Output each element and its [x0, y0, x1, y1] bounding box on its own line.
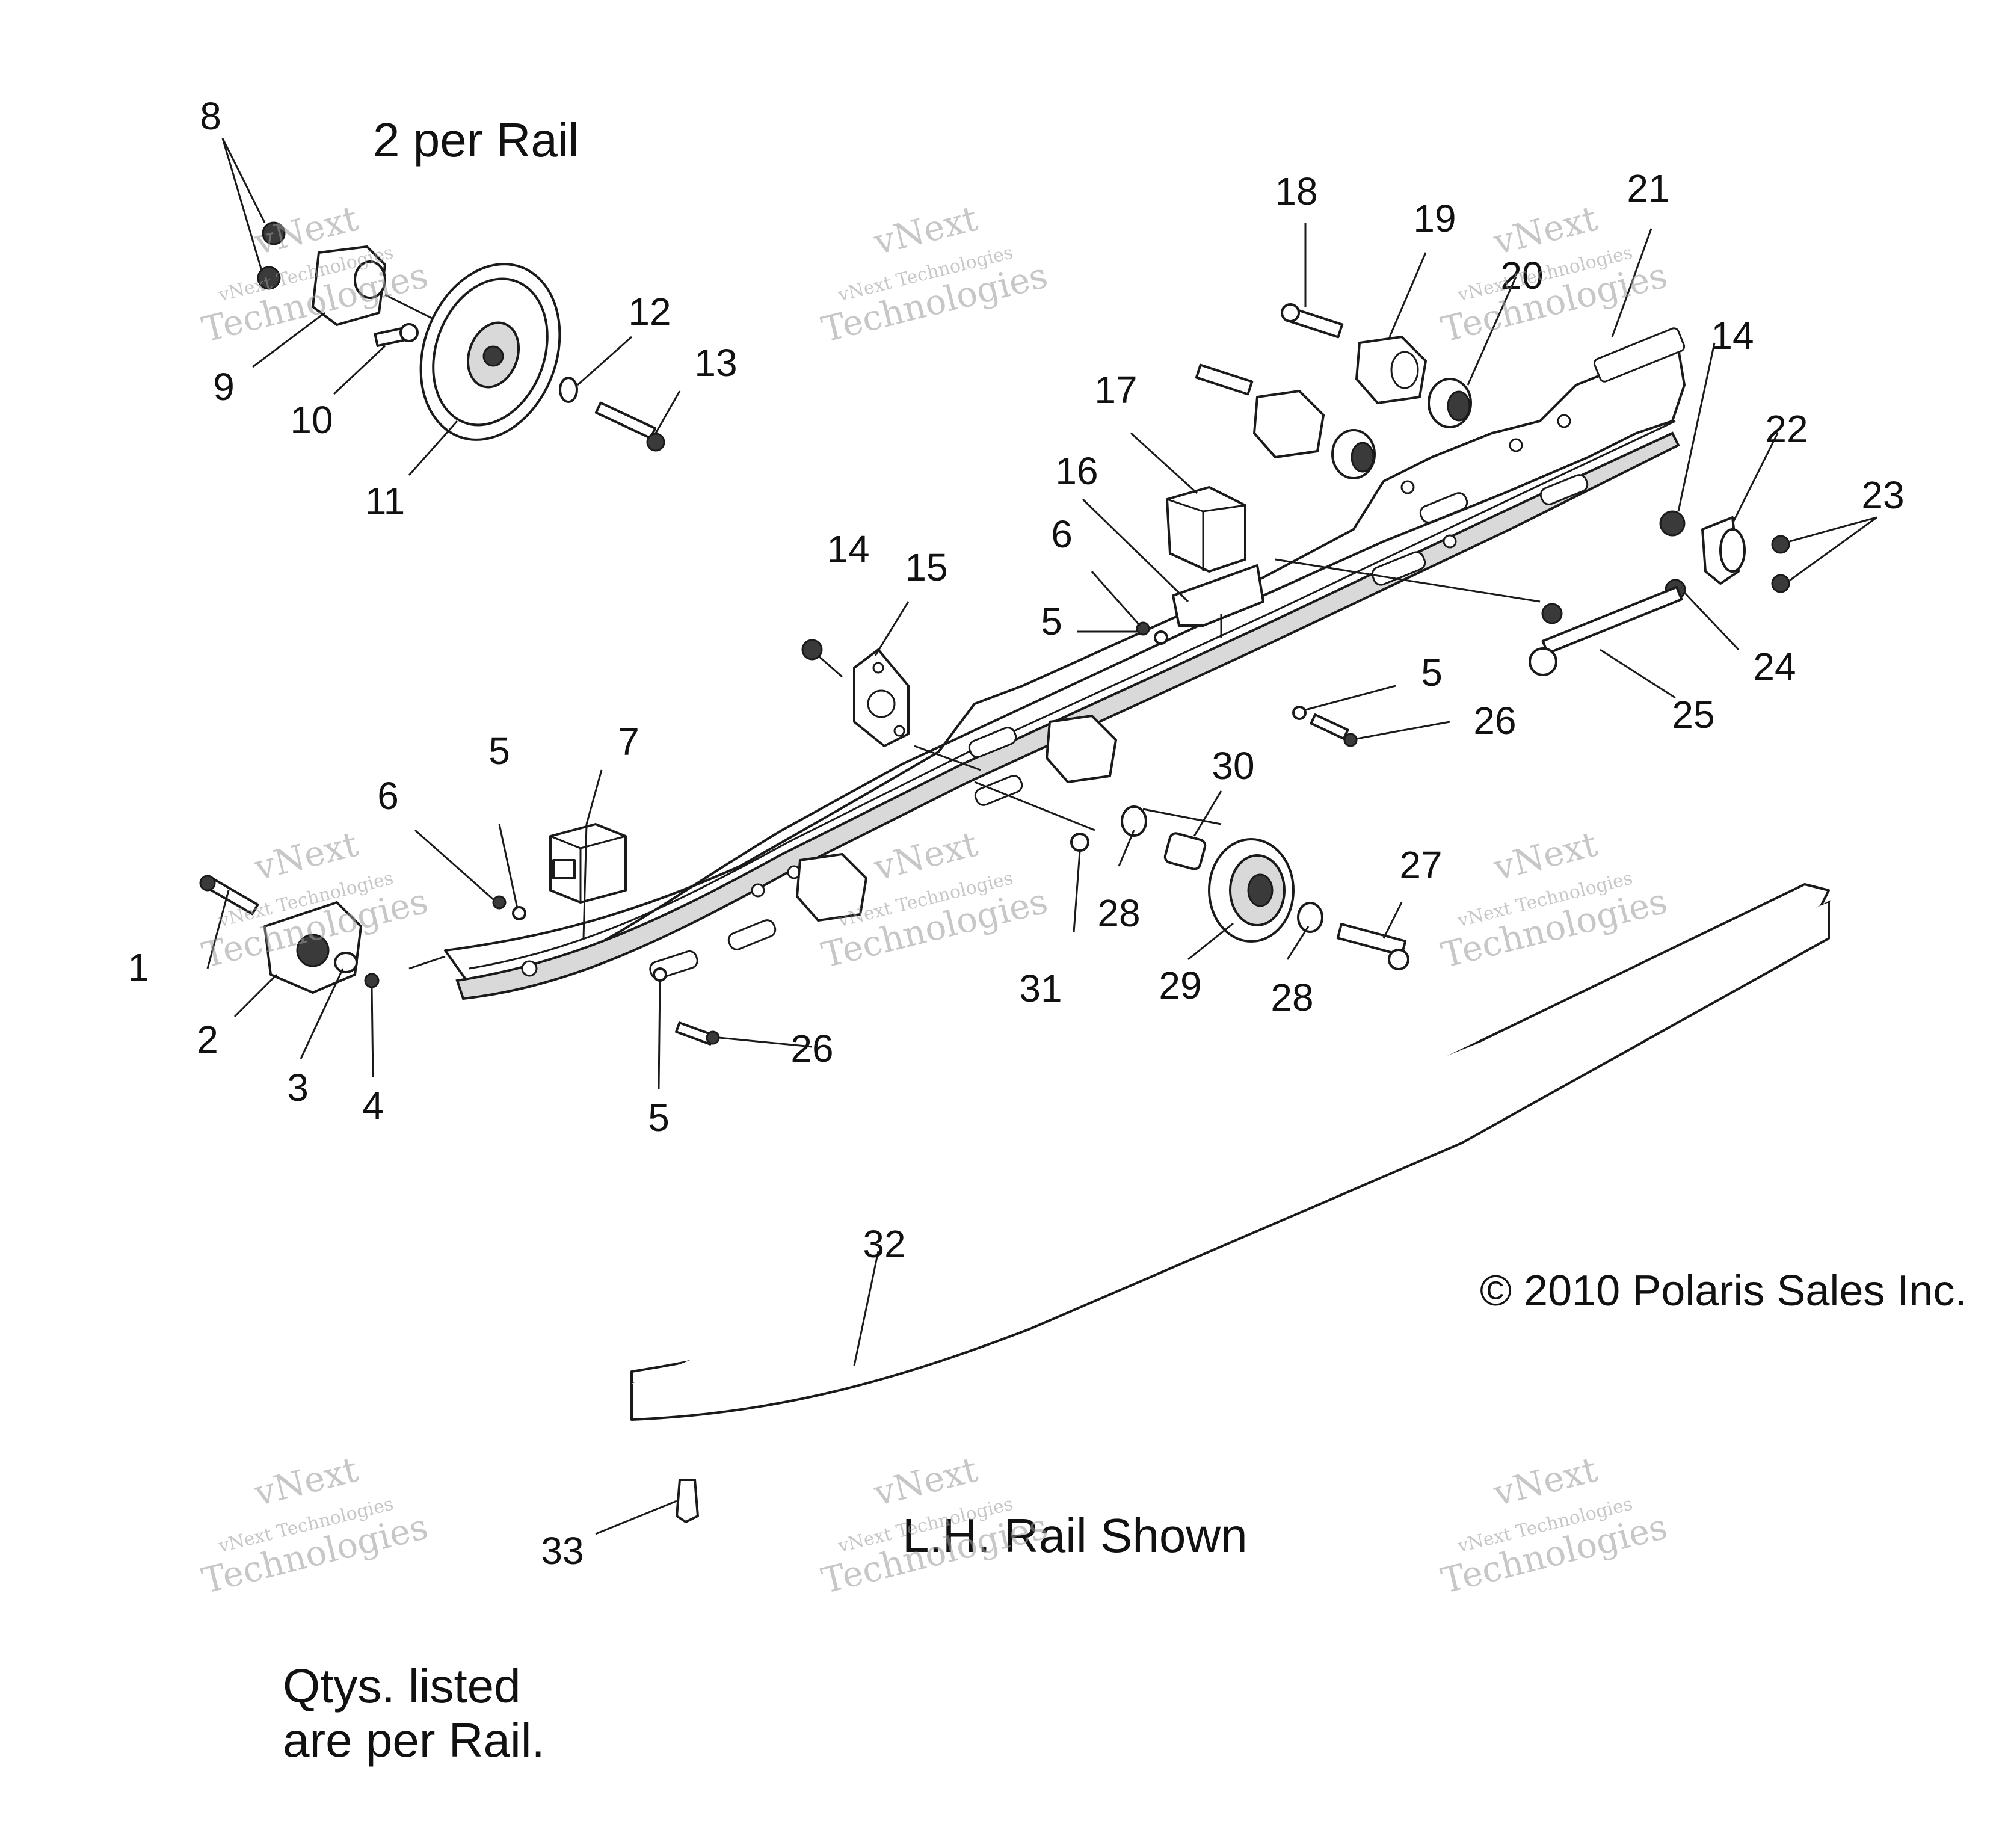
callout-22: 22 — [1765, 407, 1808, 451]
copyright-text: © 2010 Polaris Sales Inc. — [1480, 1267, 1967, 1315]
wheel-29 — [1208, 838, 1295, 943]
bracket-22 — [1701, 516, 1746, 585]
carrier-2 — [263, 901, 362, 994]
nut-14 — [801, 510, 1686, 661]
idler-wheel-11 — [419, 263, 561, 441]
bolt-18 — [1195, 303, 1344, 396]
washer-12 — [559, 377, 578, 403]
callout-28-a: 28 — [1097, 892, 1140, 935]
bracket-16 — [1172, 564, 1264, 627]
bolt-31 — [1070, 833, 1089, 852]
callout-21: 21 — [1627, 167, 1669, 210]
callout-7: 7 — [618, 720, 639, 763]
callout-26-b: 26 — [790, 1027, 833, 1070]
slide-32 — [630, 883, 1831, 1421]
bolt-1 — [199, 875, 259, 916]
callout-30: 30 — [1212, 744, 1254, 787]
washer-28 — [1121, 805, 1323, 933]
callout-33: 33 — [541, 1529, 584, 1572]
callout-12: 12 — [628, 290, 671, 333]
callout-5-b: 5 — [648, 1096, 670, 1139]
callout-28-b: 28 — [1270, 976, 1313, 1019]
plate-15 — [853, 648, 910, 747]
nut-4 — [364, 973, 380, 988]
callout-5-a: 5 — [488, 729, 510, 772]
spacer-20 — [1331, 378, 1472, 479]
callout-5-d: 5 — [1421, 651, 1443, 694]
leader-lines — [206, 138, 1877, 1535]
callout-15: 15 — [905, 546, 947, 589]
note-per-rail: 2 per Rail — [373, 113, 579, 167]
block-17 — [1166, 486, 1246, 573]
rivet-33 — [676, 1479, 699, 1523]
bushing-19 — [1253, 336, 1427, 458]
callout-3: 3 — [287, 1066, 309, 1109]
block-7 — [549, 823, 627, 904]
callout-9: 9 — [213, 365, 235, 408]
callout-numbers: 1 2 3 4 5 5 5 5 6 6 7 8 9 10 11 12 13 14… — [128, 94, 1904, 1572]
callout-20: 20 — [1500, 254, 1543, 297]
callout-29: 29 — [1159, 964, 1201, 1007]
washer-3 — [334, 952, 358, 973]
callout-4: 4 — [362, 1084, 384, 1127]
note-rail-shown: L.H. Rail Shown — [902, 1509, 1248, 1562]
callout-31: 31 — [1019, 967, 1062, 1010]
bolt-10 — [374, 323, 419, 347]
callout-11: 11 — [365, 479, 405, 523]
callout-26-a: 26 — [1473, 699, 1516, 742]
screw-23 — [1771, 535, 1790, 593]
rail-bushings — [796, 603, 1563, 922]
carrier-9 — [312, 245, 386, 326]
bolt-25 — [1529, 585, 1683, 676]
callout-2: 2 — [197, 1018, 218, 1061]
callout-32: 32 — [863, 1222, 905, 1266]
callout-5-c: 5 — [1041, 600, 1062, 643]
bolt-13 — [594, 401, 665, 452]
callout-1: 1 — [128, 946, 149, 989]
callout-27: 27 — [1399, 843, 1442, 887]
callout-19: 19 — [1413, 197, 1456, 240]
callout-18: 18 — [1275, 170, 1317, 213]
callout-6-b: 6 — [1051, 513, 1073, 556]
rail-slots — [521, 327, 1686, 980]
callout-13: 13 — [694, 341, 737, 384]
callout-23: 23 — [1861, 473, 1904, 517]
callout-10: 10 — [290, 398, 333, 442]
callout-16: 16 — [1055, 449, 1098, 493]
callout-6-a: 6 — [377, 774, 399, 818]
callout-24: 24 — [1753, 645, 1796, 688]
note-qtys-line2: are per Rail. — [283, 1713, 545, 1767]
callout-17: 17 — [1094, 368, 1137, 411]
bolt-26 — [675, 713, 1358, 1046]
note-qtys-line1: Qtys. listed — [283, 1659, 521, 1713]
callout-25: 25 — [1672, 693, 1714, 736]
callout-8: 8 — [200, 94, 221, 138]
callout-14-a: 14 — [827, 528, 869, 571]
callout-14-b: 14 — [1711, 314, 1754, 357]
spacer-30 — [1163, 832, 1207, 870]
nut-8 — [257, 221, 286, 290]
bolt-27 — [1336, 923, 1409, 970]
